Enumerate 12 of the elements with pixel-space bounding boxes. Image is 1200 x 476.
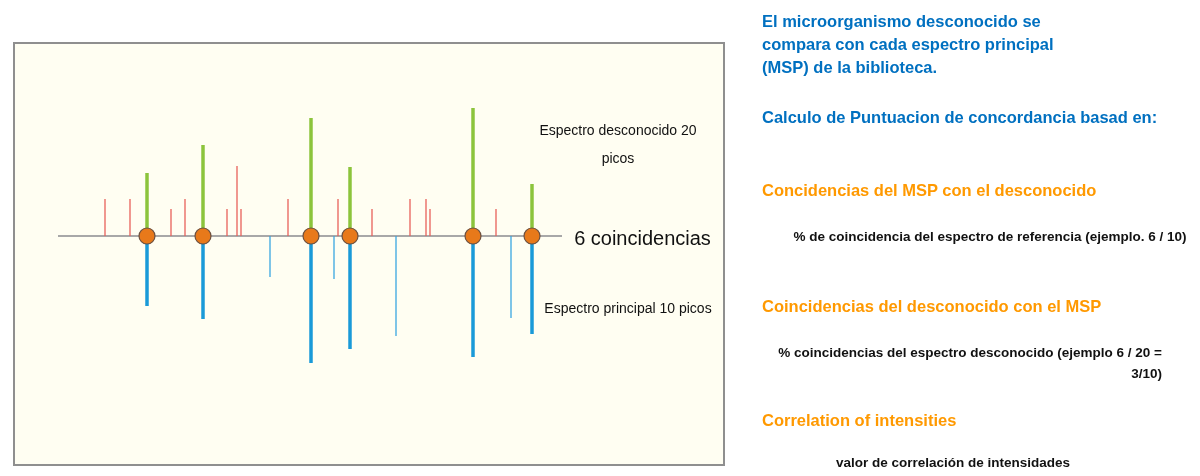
- criterion-description: % coincidencias del espectro desconocido (ejemplo 6 / 20 = 3/10): [777, 344, 1162, 383]
- description-heading: Calculo de Puntuacion de concordancia basad en:: [762, 107, 1159, 128]
- spectrum-panel: [13, 42, 725, 466]
- criterion-description: valor de correlación de intensidades: [836, 454, 1072, 472]
- criterion-description: % de coincidencia del espectro de referencia (ejemplo. 6 / 10): [792, 228, 1188, 246]
- spectrum-label: Espectro desconocido 20 picos: [538, 121, 698, 168]
- spectrum-label: Espectro principal 10 picos: [543, 299, 713, 318]
- description-heading: El microorganismo desconocido se compara con cada espectro principal (MSP) de la biblioteca.: [762, 11, 1055, 78]
- criterion-heading: Concidencias del MSP con el desconocido: [762, 180, 1098, 201]
- spectrum-label: 6 coincidencias: [573, 226, 712, 251]
- criterion-heading: Correlation of intensities: [762, 410, 958, 431]
- criterion-heading: Coincidencias del desconocido con el MSP: [762, 296, 1103, 317]
